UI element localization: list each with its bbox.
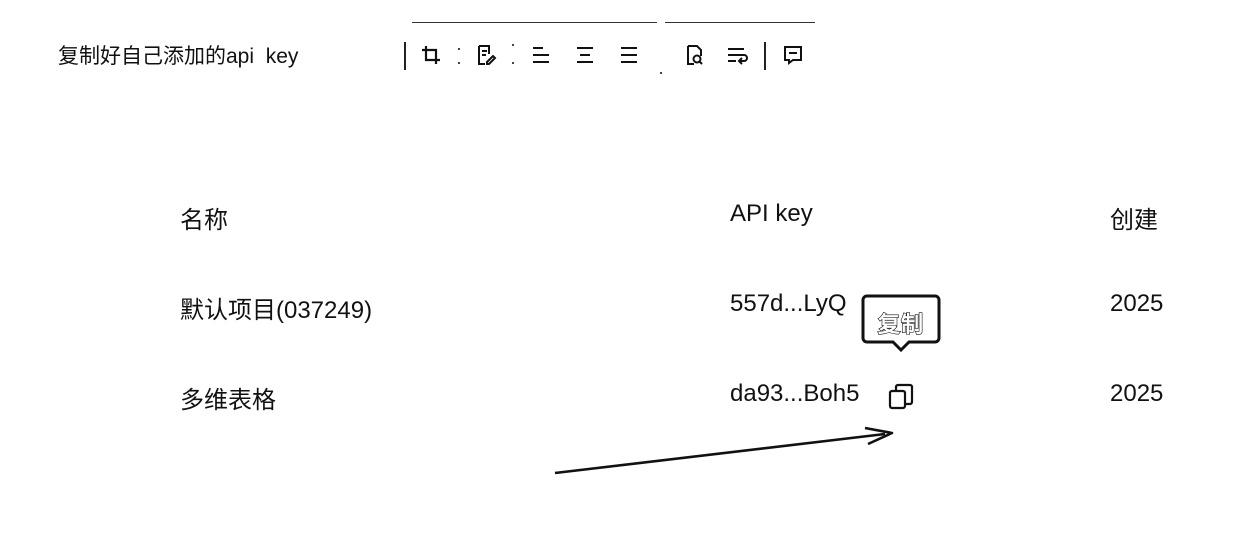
annotation-arrow-icon [554, 426, 894, 475]
text-wrap-icon[interactable] [722, 40, 752, 70]
crop-icon[interactable] [416, 40, 446, 70]
toolbar-top-border [412, 22, 657, 23]
toolbar-dot [512, 62, 514, 64]
toolbar-dot [512, 44, 514, 46]
link-icon[interactable] [679, 40, 709, 70]
copy-icon[interactable] [885, 381, 917, 413]
row-project-name: 默认项目(037249) [180, 297, 373, 324]
column-header-api-key: API key [730, 200, 813, 227]
copy-tooltip-label: 复制 [877, 311, 924, 337]
row-api-key: da93...Boh5 [730, 380, 860, 407]
toolbar-separator [764, 42, 766, 70]
column-header-name: 名称 [180, 207, 228, 234]
row-project-name: 多维表格 [180, 387, 276, 414]
toolbar-dot [458, 62, 460, 64]
image-toolbar [402, 22, 816, 82]
toolbar-separator [404, 42, 406, 70]
align-left-icon[interactable] [526, 40, 556, 70]
instruction-caption: 复制好自己添加的api key [58, 45, 299, 68]
row-created-date: 2025 [1110, 380, 1164, 407]
align-right-icon[interactable] [614, 40, 644, 70]
row-created-date: 2025 [1110, 290, 1164, 317]
toolbar-top-border [665, 22, 815, 23]
copy-tooltip [861, 294, 941, 352]
comment-icon[interactable] [778, 40, 808, 70]
align-center-icon[interactable] [570, 40, 600, 70]
edit-note-icon[interactable] [470, 40, 500, 70]
column-header-created: 创建 [1110, 207, 1158, 234]
row-api-key: 557d...LyQ [730, 290, 847, 317]
toolbar-dot [458, 48, 460, 50]
toolbar-dot [660, 72, 662, 74]
